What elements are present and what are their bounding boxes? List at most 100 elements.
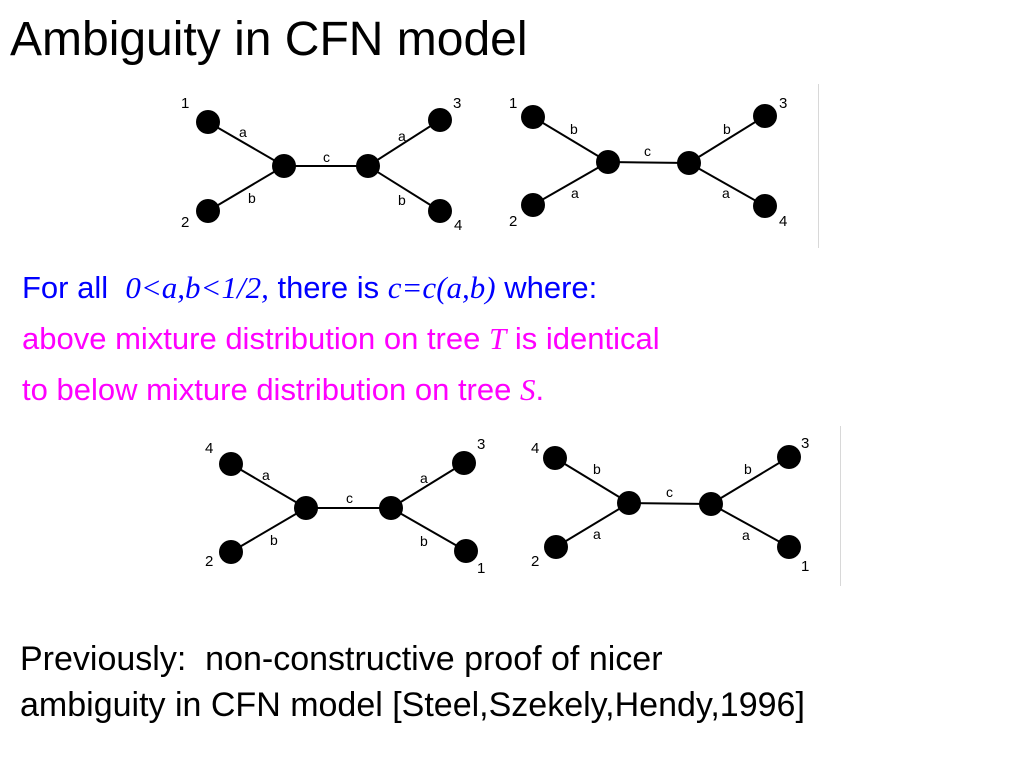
function-math: c=c(a,b) xyxy=(387,270,496,305)
top-trees-svg: 1 2 3 4 a b c a b 1 2 3 4 b xyxy=(181,95,787,234)
previous-work-note: Previously: non-constructive proof of ni… xyxy=(20,636,805,728)
top-trees-panel: 1 2 3 4 a b c a b 1 2 3 4 b xyxy=(150,84,820,248)
leaf-node xyxy=(753,194,777,218)
statement-line2-text: above mixture distribution on tree xyxy=(22,321,481,356)
tree-bottom-2: 4 2 3 1 b a c b a xyxy=(531,435,809,575)
leaf-label: 4 xyxy=(205,440,213,457)
leaf-node xyxy=(521,193,545,217)
leaf-node xyxy=(428,108,452,132)
statement-line-1: For all 0<a,b<1/2, there is c=c(a,b) whe… xyxy=(22,262,660,313)
leaf-label: 2 xyxy=(509,213,517,230)
leaf-node xyxy=(452,451,476,475)
top-trees-frame xyxy=(150,84,819,248)
leaf-label: 1 xyxy=(181,95,189,112)
leaf-node xyxy=(753,104,777,128)
edge-bottom-right xyxy=(367,165,441,212)
edge-top-left xyxy=(554,457,630,504)
leaf-node xyxy=(196,110,220,134)
internal-node xyxy=(596,150,620,174)
leaf-label: 3 xyxy=(477,436,485,453)
leaf-node xyxy=(454,539,478,563)
edge-label: c xyxy=(666,484,673,500)
statement-middle: there is xyxy=(277,270,380,305)
edge-label: b xyxy=(744,461,752,477)
leaf-node xyxy=(544,535,568,559)
edge-bottom-left xyxy=(532,161,609,206)
edge-label: b xyxy=(570,121,578,137)
tree-bottom-1: 4 2 3 1 a b c a b xyxy=(205,436,485,577)
edge-top-right xyxy=(367,119,441,167)
edge-top-right xyxy=(710,456,790,505)
edge-label: a xyxy=(593,526,601,542)
edge-label: a xyxy=(420,470,428,486)
statement-suffix: where: xyxy=(504,270,598,305)
footer-line-2: ambiguity in CFN model [Steel,Szekely,He… xyxy=(20,686,805,724)
edge-bottom-left xyxy=(207,165,285,212)
edge-label: a xyxy=(262,467,270,483)
edge-label: a xyxy=(239,124,247,140)
bottom-trees-frame xyxy=(190,426,841,586)
leaf-node xyxy=(521,105,545,129)
leaf-label: 2 xyxy=(205,553,213,570)
footer-line-1: Previously: non-constructive proof of ni… xyxy=(20,640,663,678)
bottom-trees-svg: 4 2 3 1 a b c a b 4 2 3 1 b xyxy=(205,435,809,577)
internal-node xyxy=(379,496,403,520)
edge-top-left xyxy=(532,116,609,163)
internal-node xyxy=(294,496,318,520)
tree-S-math: S xyxy=(519,372,536,407)
leaf-node xyxy=(219,540,243,564)
leaf-label: 3 xyxy=(801,435,809,452)
edge-label: c xyxy=(323,149,330,165)
edge-bottom-right xyxy=(390,507,467,552)
leaf-node xyxy=(428,199,452,223)
leaf-label: 3 xyxy=(779,95,787,112)
leaf-label: 2 xyxy=(531,553,539,570)
statement-prefix: For all xyxy=(22,270,109,305)
leaf-node xyxy=(777,445,801,469)
internal-node xyxy=(356,154,380,178)
edge-label: b xyxy=(723,121,731,137)
leaf-label: 1 xyxy=(509,95,517,112)
ambiguity-statement: For all 0<a,b<1/2, there is c=c(a,b) whe… xyxy=(22,262,660,415)
edge-label: b xyxy=(593,461,601,477)
leaf-node xyxy=(196,199,220,223)
edge-center xyxy=(628,502,712,505)
edge-top-right xyxy=(390,462,465,509)
leaf-label: 3 xyxy=(453,95,461,112)
leaf-label: 4 xyxy=(454,217,462,234)
leaf-node xyxy=(777,535,801,559)
edge-bottom-right xyxy=(710,503,790,548)
edge-label: a xyxy=(722,185,730,201)
edge-center xyxy=(607,161,690,164)
internal-node xyxy=(617,491,641,515)
tree-top-2: 1 2 3 4 b a c b a xyxy=(509,95,787,230)
leaf-label: 1 xyxy=(477,560,485,577)
edge-bottom-right xyxy=(688,162,766,207)
edge-bottom-left xyxy=(555,502,630,548)
edge-top-left xyxy=(207,121,285,167)
internal-node xyxy=(677,151,701,175)
leaf-label: 1 xyxy=(801,558,809,575)
statement-line-2: above mixture distribution on tree T is … xyxy=(22,313,660,364)
tree-T-math: T xyxy=(488,321,507,356)
edge-label: a xyxy=(398,128,406,144)
leaf-label: 2 xyxy=(181,214,189,231)
edge-label: b xyxy=(270,532,278,548)
edge-label: c xyxy=(644,143,651,159)
internal-node xyxy=(699,492,723,516)
edge-top-left xyxy=(230,463,307,509)
statement-line3-text: to below mixture distribution on tree xyxy=(22,372,512,407)
edge-label: c xyxy=(346,490,353,506)
edge-label: b xyxy=(420,533,428,549)
tree-top-1: 1 2 3 4 a b c a b xyxy=(181,95,462,234)
statement-line3-suffix: . xyxy=(535,372,545,407)
leaf-node xyxy=(543,446,567,470)
statement-line2-suffix: is identical xyxy=(514,321,660,356)
leaf-node xyxy=(219,452,243,476)
statement-line-3: to below mixture distribution on tree S. xyxy=(22,364,660,415)
edge-bottom-left xyxy=(230,507,307,553)
slide-title: Ambiguity in CFN model xyxy=(10,13,528,66)
bottom-trees-panel: 4 2 3 1 a b c a b 4 2 3 1 b xyxy=(190,426,842,586)
edge-label: b xyxy=(398,192,406,208)
internal-node xyxy=(272,154,296,178)
